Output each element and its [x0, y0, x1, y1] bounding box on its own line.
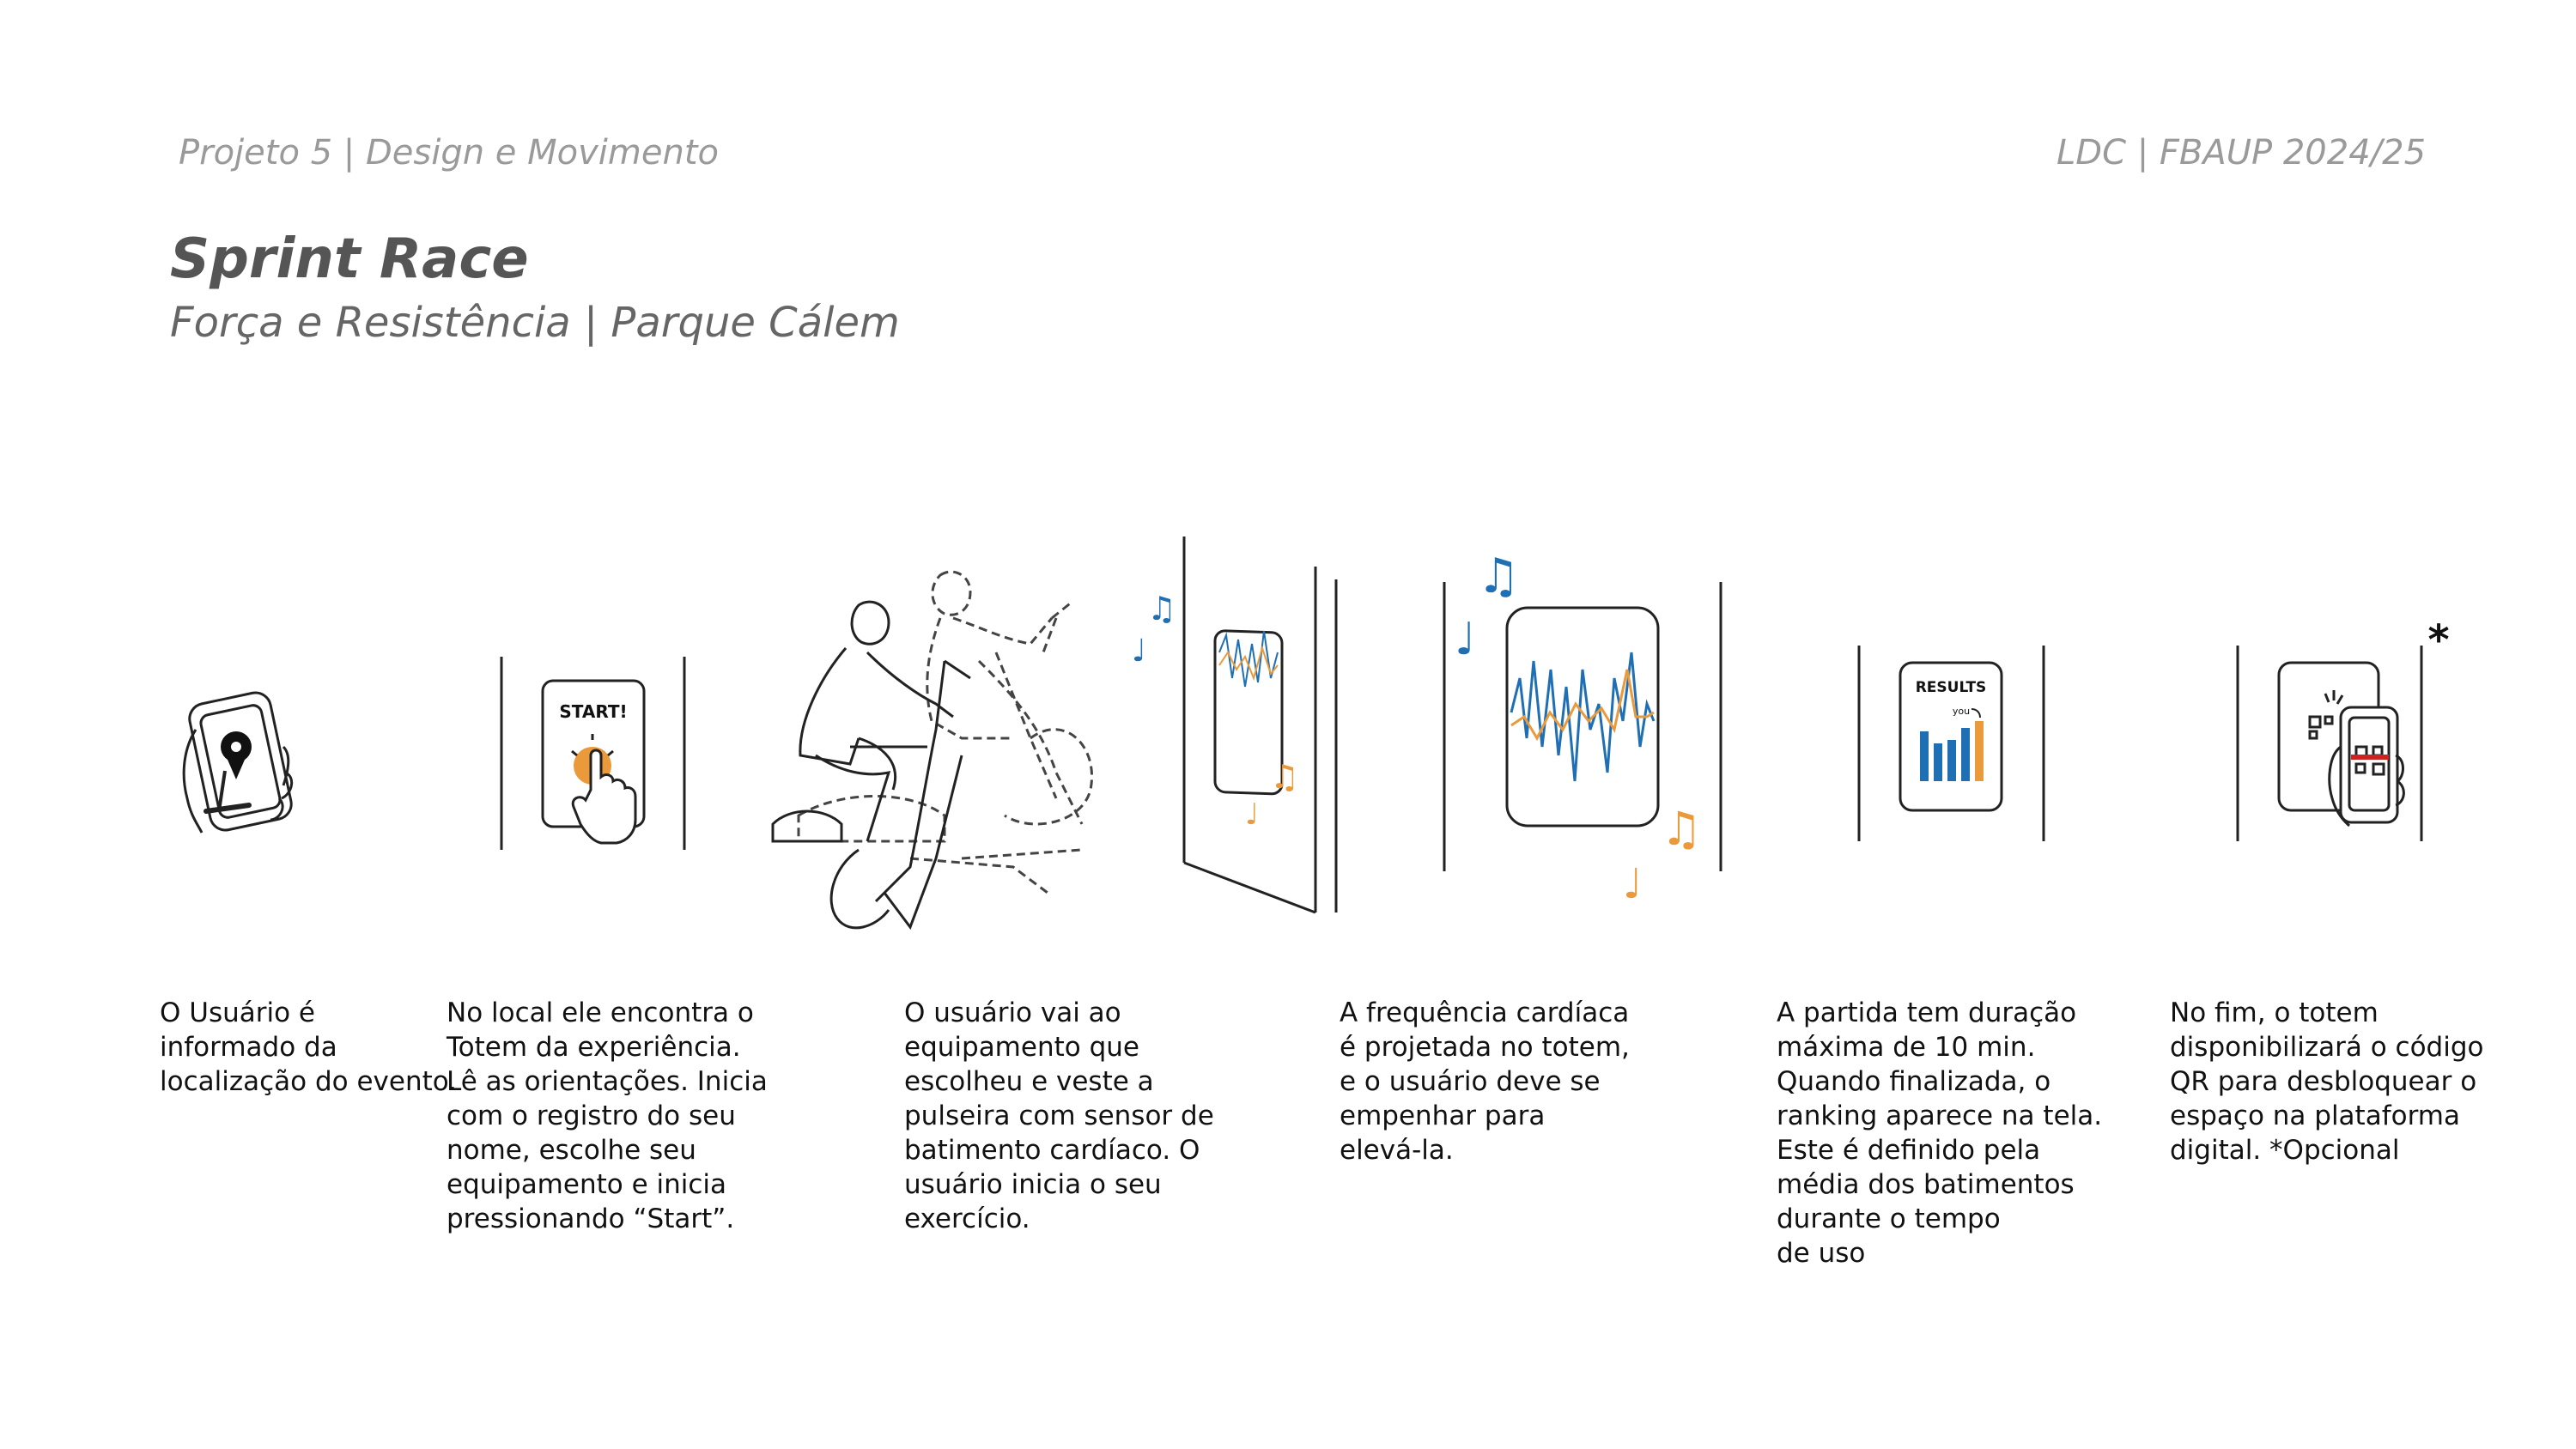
step-1-text: O Usuário é informado da localização do … [160, 997, 458, 1097]
svg-text:♫: ♫ [1270, 758, 1299, 796]
svg-text:♩: ♩ [1455, 614, 1476, 665]
page-subtitle: Força e Resistência | Parque Cálem [170, 299, 900, 347]
svg-text:♩: ♩ [1245, 797, 1259, 832]
header-project: Projeto 5 | Design e Movimento [179, 133, 719, 173]
wall-screen-illustration [1182, 537, 1338, 914]
step-2-text: No local ele encontra o Totem da experiê… [447, 997, 768, 1234]
page-title: Sprint Race [170, 227, 529, 291]
step-3-text: O usuário vai ao equipamento que escolhe… [904, 997, 1214, 1234]
svg-text:♫: ♫ [1147, 590, 1176, 627]
you-label: you [1953, 706, 1970, 717]
results-label: RESULTS [1916, 679, 1987, 696]
phone-location-icon [182, 691, 294, 834]
svg-text:♩: ♩ [1132, 634, 1146, 669]
music-notes-icon: ♫ ♩ ♫ ♩ [1132, 590, 1299, 832]
step-5-text: A partida tem duração máxima de 10 min. … [1777, 997, 2103, 1269]
svg-text:♫: ♫ [1477, 549, 1520, 604]
exercise-bike-people-illustration [771, 570, 1093, 931]
step-4-text: A frequência cardíaca é projetada no tot… [1340, 997, 1630, 1166]
asterisk-mark: * [2427, 616, 2449, 664]
svg-text:♩: ♩ [1623, 860, 1643, 908]
start-label: START! [559, 701, 627, 722]
header-course: LDC | FBAUP 2024/25 [2057, 133, 2427, 173]
svg-text:♫: ♫ [1661, 802, 1702, 856]
totem-start-icon [500, 657, 686, 850]
qr-scan-illustration [2236, 646, 2423, 841]
step-6-text: No fim, o totem disponibilizará o código… [2170, 997, 2484, 1166]
music-notes-icon: ♫ ♩ ♫ ♩ [1455, 549, 1702, 908]
results-totem-illustration [1857, 646, 2045, 841]
heart-rate-totem-illustration [1443, 582, 1722, 871]
